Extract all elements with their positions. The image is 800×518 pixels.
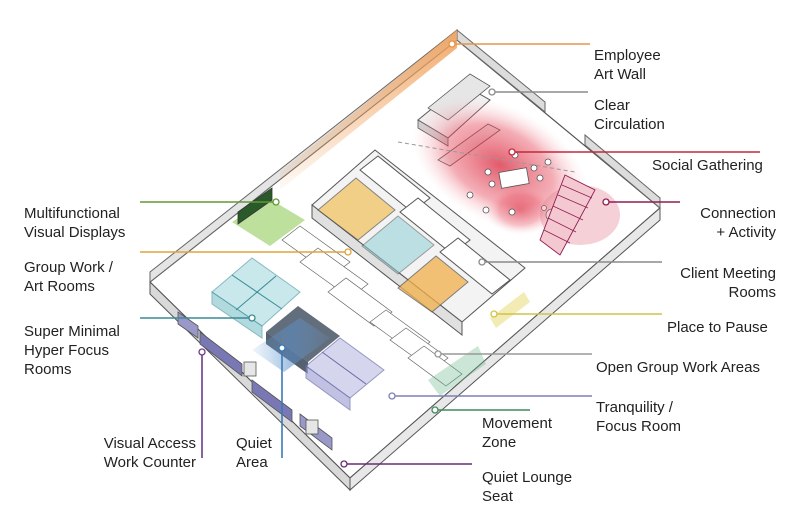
- label-place-to-pause: Place to Pause: [667, 319, 768, 336]
- leader-dots: [198, 40, 610, 468]
- label-clear-circulation: Clear Circulation: [594, 97, 665, 133]
- label-quiet-lounge-seat: Quiet Lounge Seat: [482, 469, 573, 505]
- label-quiet-area: Quiet Area: [236, 435, 272, 471]
- label-movement-zone: Movement Zone: [482, 415, 553, 451]
- hyper-focus-rooms: [211, 257, 301, 339]
- label-connection-activity: Connection + Activity: [700, 205, 776, 241]
- quiet-area-glow: [252, 318, 330, 372]
- art-wall-highlight: [280, 30, 457, 190]
- art-room-2: [397, 255, 469, 313]
- activity-stairs: [539, 174, 620, 256]
- leader-lines: [140, 43, 760, 465]
- focus-room-1: [361, 215, 435, 275]
- label-employee-art-wall: Employee Art Wall: [594, 47, 661, 83]
- floor-edge-right: [349, 206, 661, 492]
- label-tranquility-focus-room: Tranquility / Focus Room: [596, 399, 682, 435]
- work-counter: [177, 311, 333, 451]
- label-open-group-work-areas: Open Group Work Areas: [596, 359, 760, 376]
- movement-zone-tint: [428, 346, 486, 396]
- right-wall: [584, 133, 661, 210]
- label-group-work-art-rooms: Group Work / Art Rooms: [24, 259, 113, 295]
- label-super-minimal-hyper-focus-rooms: Super Minimal Hyper Focus Rooms: [24, 323, 120, 378]
- art-room-1: [317, 177, 396, 241]
- circulation-path: [397, 141, 576, 173]
- tranquility-rooms: [305, 337, 385, 411]
- meeting-rooms-block: [311, 149, 526, 337]
- label-multifunctional-visual-displays: Multifunctional Visual Displays: [24, 205, 126, 241]
- workstations: [281, 225, 463, 387]
- label-visual-access-work-counter: Visual Access Work Counter: [103, 435, 196, 471]
- place-to-pause-tint: [490, 292, 530, 328]
- label-social-gathering: Social Gathering: [652, 157, 763, 174]
- visual-display-screen: [237, 187, 273, 225]
- label-client-meeting-rooms: Client Meeting Rooms: [680, 265, 776, 301]
